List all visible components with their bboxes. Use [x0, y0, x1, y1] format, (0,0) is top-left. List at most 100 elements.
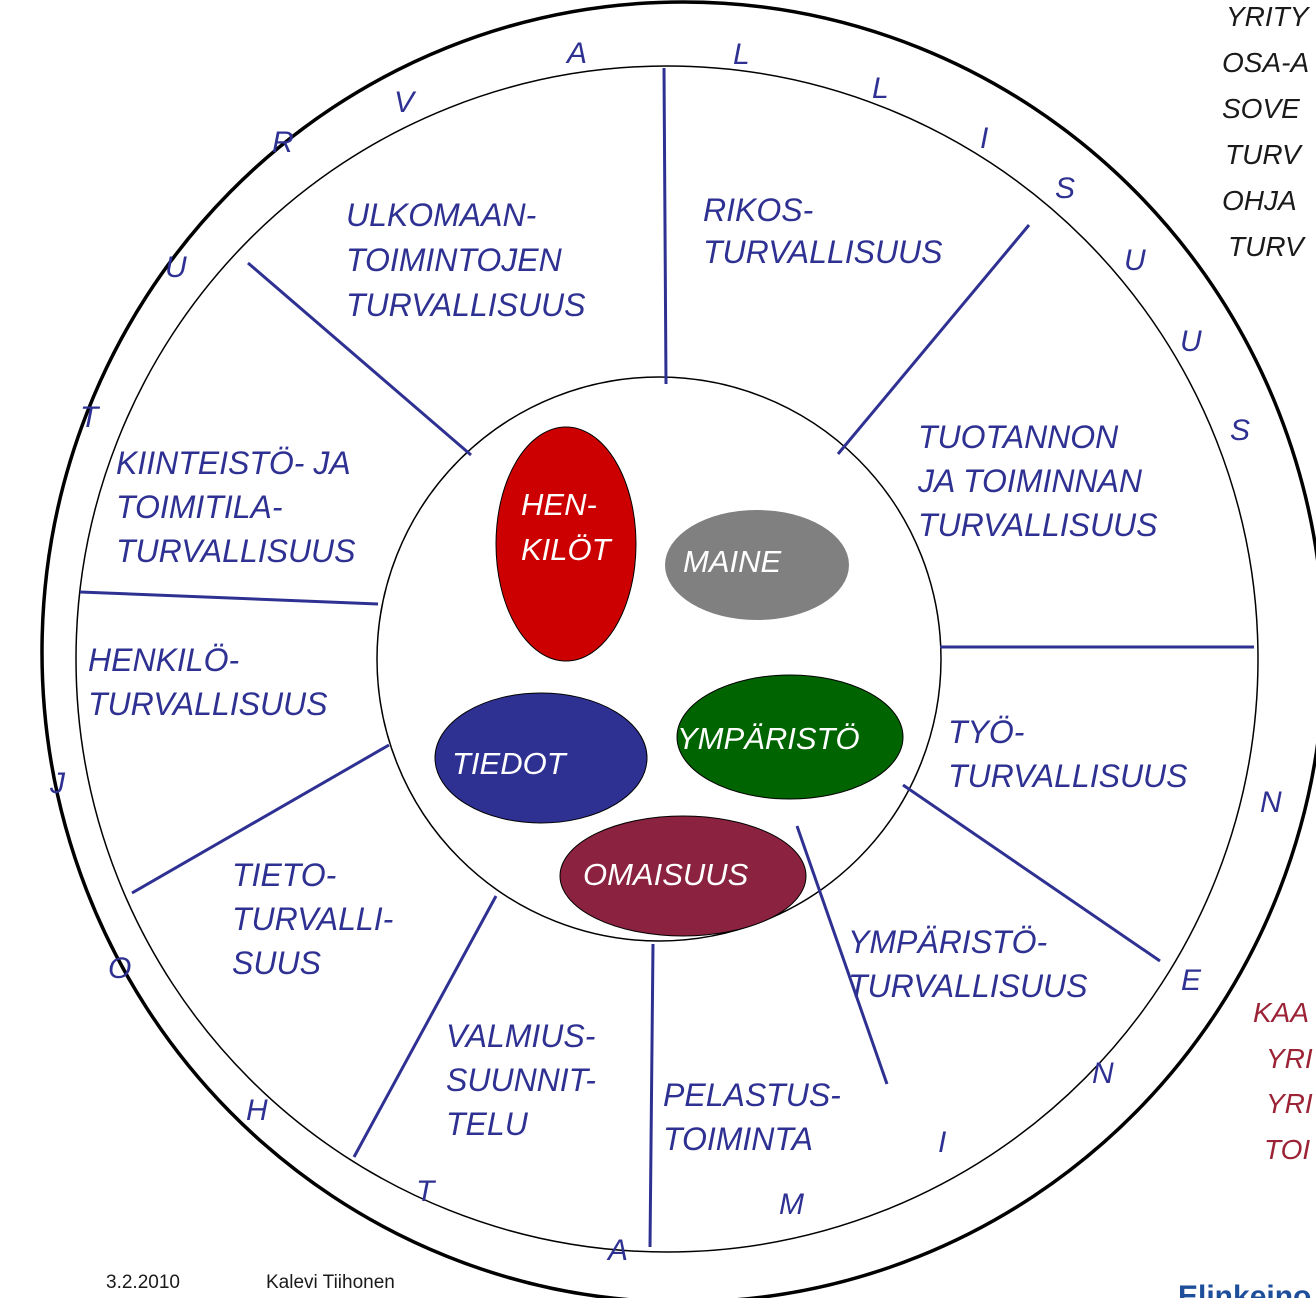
side-text-line: OSA-A	[1222, 47, 1309, 78]
segment-kiinteisto: KIINTEISTÖ- JA TOIMITILA- TURVALLISUUS	[116, 445, 356, 569]
segment-tyo: TYÖ- TURVALLISUUS	[948, 714, 1188, 794]
side-text-line: YRI	[1266, 1088, 1313, 1119]
divider-line	[836, 224, 1031, 455]
ring-letter: J	[49, 767, 66, 800]
segment-label: TUOTANNON	[918, 419, 1119, 455]
side-text-line: SOVE	[1222, 93, 1300, 124]
segment-label: TOIMINTOJEN	[346, 242, 563, 278]
segment-label: TOIMINTA	[663, 1121, 813, 1157]
ring-letter: R	[272, 126, 294, 159]
ring-letter: L	[872, 72, 889, 105]
brand-logo-text: Elinkeino	[1178, 1280, 1311, 1298]
side-text-line: KAA	[1253, 997, 1309, 1028]
core-tiedot: TIEDOT	[434, 692, 648, 824]
divider-line	[902, 783, 1161, 963]
side-text-bottom: KAA YRI YRI TOI	[1253, 997, 1313, 1165]
divider-line	[662, 67, 668, 385]
segment-label: YMPÄRISTÖ-	[848, 924, 1047, 960]
segment-label: TURVALLISUUS	[346, 287, 586, 323]
segment-valmius: VALMIUS- SUUNNIT- TELU	[446, 1018, 596, 1142]
ring-letter: N	[1260, 786, 1282, 819]
ring-letter: T	[80, 401, 101, 434]
ring-letter: S	[1055, 172, 1075, 205]
divider-line	[352, 895, 498, 1158]
segment-label: TURVALLISUUS	[88, 686, 328, 722]
ring-letter: E	[1181, 964, 1202, 997]
core-label: TIEDOT	[452, 746, 568, 781]
ring-letter: M	[779, 1188, 804, 1221]
segment-label: PELASTUS-	[663, 1077, 841, 1113]
side-text-top: YRITY OSA-A SOVE TURV OHJA TURV	[1222, 1, 1311, 262]
segment-label: TURVALLISUUS	[848, 968, 1088, 1004]
ring-letter: I	[980, 122, 988, 155]
core-henkilot: HEN- KILÖT	[495, 426, 637, 662]
ring-letter: L	[733, 38, 750, 71]
core-label: OMAISUUS	[583, 857, 749, 892]
segment-label: TURVALLISUUS	[918, 507, 1158, 543]
core-maine: MAINE	[665, 510, 849, 620]
side-text-line: TURV	[1228, 231, 1306, 262]
core-label: YMPÄRISTÖ	[677, 721, 860, 756]
ring-letter: T	[416, 1175, 437, 1208]
segment-label: SUUS	[232, 945, 321, 981]
segment-label: TURVALLISUUS	[703, 234, 943, 270]
segment-label: TELU	[446, 1106, 529, 1142]
segment-pelastus: PELASTUS- TOIMINTA	[663, 1077, 841, 1157]
core-label: KILÖT	[521, 532, 613, 567]
core-label: HEN-	[521, 487, 597, 522]
segment-tuotannon: TUOTANNON JA TOIMINNAN TURVALLISUUS	[917, 419, 1158, 543]
core-ymparisto: YMPÄRISTÖ	[676, 674, 904, 800]
segment-label: KIINTEISTÖ- JA	[116, 445, 351, 481]
ring-letter: N	[1092, 1057, 1114, 1090]
ring-letter: U	[1124, 244, 1146, 277]
maine-ellipse	[665, 510, 849, 620]
ymparisto-ellipse	[676, 674, 904, 800]
segment-label: TOIMITILA-	[116, 489, 283, 525]
divider-line	[795, 825, 889, 1085]
ring-letter: S	[1230, 414, 1250, 447]
segment-ulkomaan: ULKOMAAN- TOIMINTOJEN TURVALLISUUS	[346, 197, 586, 323]
segment-label: TYÖ-	[948, 714, 1024, 750]
ring-letter: U	[1180, 325, 1202, 358]
side-text-line: TURV	[1225, 139, 1303, 170]
divider-line	[247, 261, 472, 457]
ring-letter: A	[565, 37, 587, 70]
segment-ymparisto: YMPÄRISTÖ- TURVALLISUUS	[848, 924, 1088, 1004]
divider-lines	[79, 67, 1254, 1248]
ring-letter: V	[394, 86, 417, 119]
ring-letters: T U R V A L L I S U U S N E N I M A T H …	[49, 37, 1282, 1267]
side-text-line: YRI	[1266, 1043, 1313, 1074]
segment-label: VALMIUS-	[446, 1018, 595, 1054]
omaisuus-ellipse	[559, 815, 807, 937]
tiedot-ellipse	[434, 692, 648, 824]
segment-label: RIKOS-	[703, 192, 813, 228]
segment-label: ULKOMAAN-	[346, 197, 536, 233]
segment-henkilo: HENKILÖ- TURVALLISUUS	[88, 642, 328, 722]
divider-line	[131, 743, 390, 895]
segment-label: SUUNNIT-	[446, 1062, 596, 1098]
ring-letter: A	[606, 1234, 628, 1267]
segment-tieto: TIETO- TURVALLI- SUUS	[232, 857, 393, 981]
segment-label: TURVALLI-	[232, 901, 393, 937]
core-label: MAINE	[683, 544, 782, 579]
segment-rikos: RIKOS- TURVALLISUUS	[703, 192, 943, 270]
footer-author: Kalevi Tiihonen	[266, 1272, 395, 1293]
segment-label: JA TOIMINNAN	[917, 463, 1143, 499]
divider-line	[79, 590, 379, 606]
ring-letter: O	[108, 952, 131, 985]
side-text-line: TOI	[1264, 1134, 1310, 1165]
footer-date: 3.2.2010	[106, 1272, 180, 1293]
henkilot-ellipse	[495, 426, 637, 662]
segment-label: TIETO-	[232, 857, 336, 893]
core-omaisuus: OMAISUUS	[559, 815, 807, 937]
ring-letter: U	[165, 251, 187, 284]
ring-letter: I	[938, 1126, 946, 1159]
divider-line	[648, 943, 655, 1248]
segment-label: TURVALLISUUS	[948, 758, 1188, 794]
segment-label: HENKILÖ-	[88, 642, 239, 678]
ring-letter: H	[246, 1094, 268, 1127]
side-text-line: YRITY	[1226, 1, 1311, 32]
segment-label: TURVALLISUUS	[116, 533, 356, 569]
side-text-line: OHJA	[1222, 185, 1297, 216]
